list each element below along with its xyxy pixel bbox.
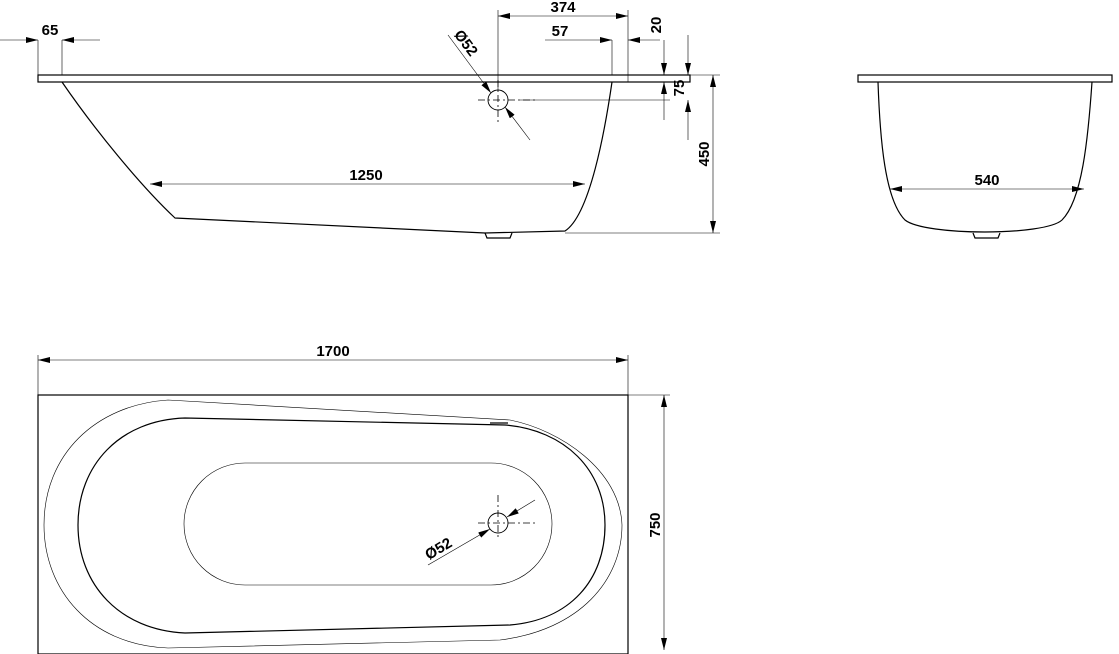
side-view-rim — [37, 74, 691, 83]
top-view-outline — [37, 394, 629, 654]
dim-57: 57 — [545, 23, 660, 43]
dim-540-label: 540 — [974, 172, 999, 189]
dim-1700: 1700 — [38, 343, 628, 363]
dim-750-label: 750 — [647, 512, 664, 537]
dim-overflow-diameter-side: Ø52 — [447, 27, 531, 141]
end-view — [857, 74, 1113, 239]
top-view-bottom-area — [183, 462, 553, 586]
side-view-waste-outlet — [484, 232, 513, 239]
dim-374: 374 — [498, 0, 628, 19]
side-view-tub-body — [61, 81, 613, 234]
dim-1250: 1250 — [150, 167, 585, 187]
end-view-waste-outlet — [972, 232, 1001, 239]
dim-20-label: 20 — [648, 17, 665, 34]
dim-1250-label: 1250 — [349, 167, 382, 184]
dim-374-label: 374 — [550, 0, 576, 16]
top-view-basin-edge — [77, 417, 606, 634]
dim-540: 540 — [890, 172, 1084, 192]
dim-65-label: 65 — [42, 22, 59, 39]
dim-65: 65 — [0, 22, 100, 75]
end-view-tub-body — [877, 81, 1093, 233]
top-view-rim-edge — [43, 399, 623, 649]
dim-450-label: 450 — [696, 141, 713, 166]
top-view — [37, 355, 670, 654]
dim-75-label: 75 — [671, 80, 688, 97]
dim-overflow-diameter-side-label: Ø52 — [450, 27, 481, 60]
dim-450: 450 — [696, 75, 716, 233]
dim-1700-label: 1700 — [316, 343, 349, 360]
end-view-rim — [857, 74, 1113, 83]
dim-57-label: 57 — [552, 23, 569, 40]
dim-75: 75 — [671, 35, 691, 140]
side-view — [37, 10, 720, 239]
dim-drain-diameter-top: Ø52 — [422, 499, 536, 566]
dim-20: 20 — [648, 17, 667, 120]
dim-750: 750 — [647, 395, 667, 650]
dim-drain-diameter-top-label: Ø52 — [422, 535, 455, 564]
